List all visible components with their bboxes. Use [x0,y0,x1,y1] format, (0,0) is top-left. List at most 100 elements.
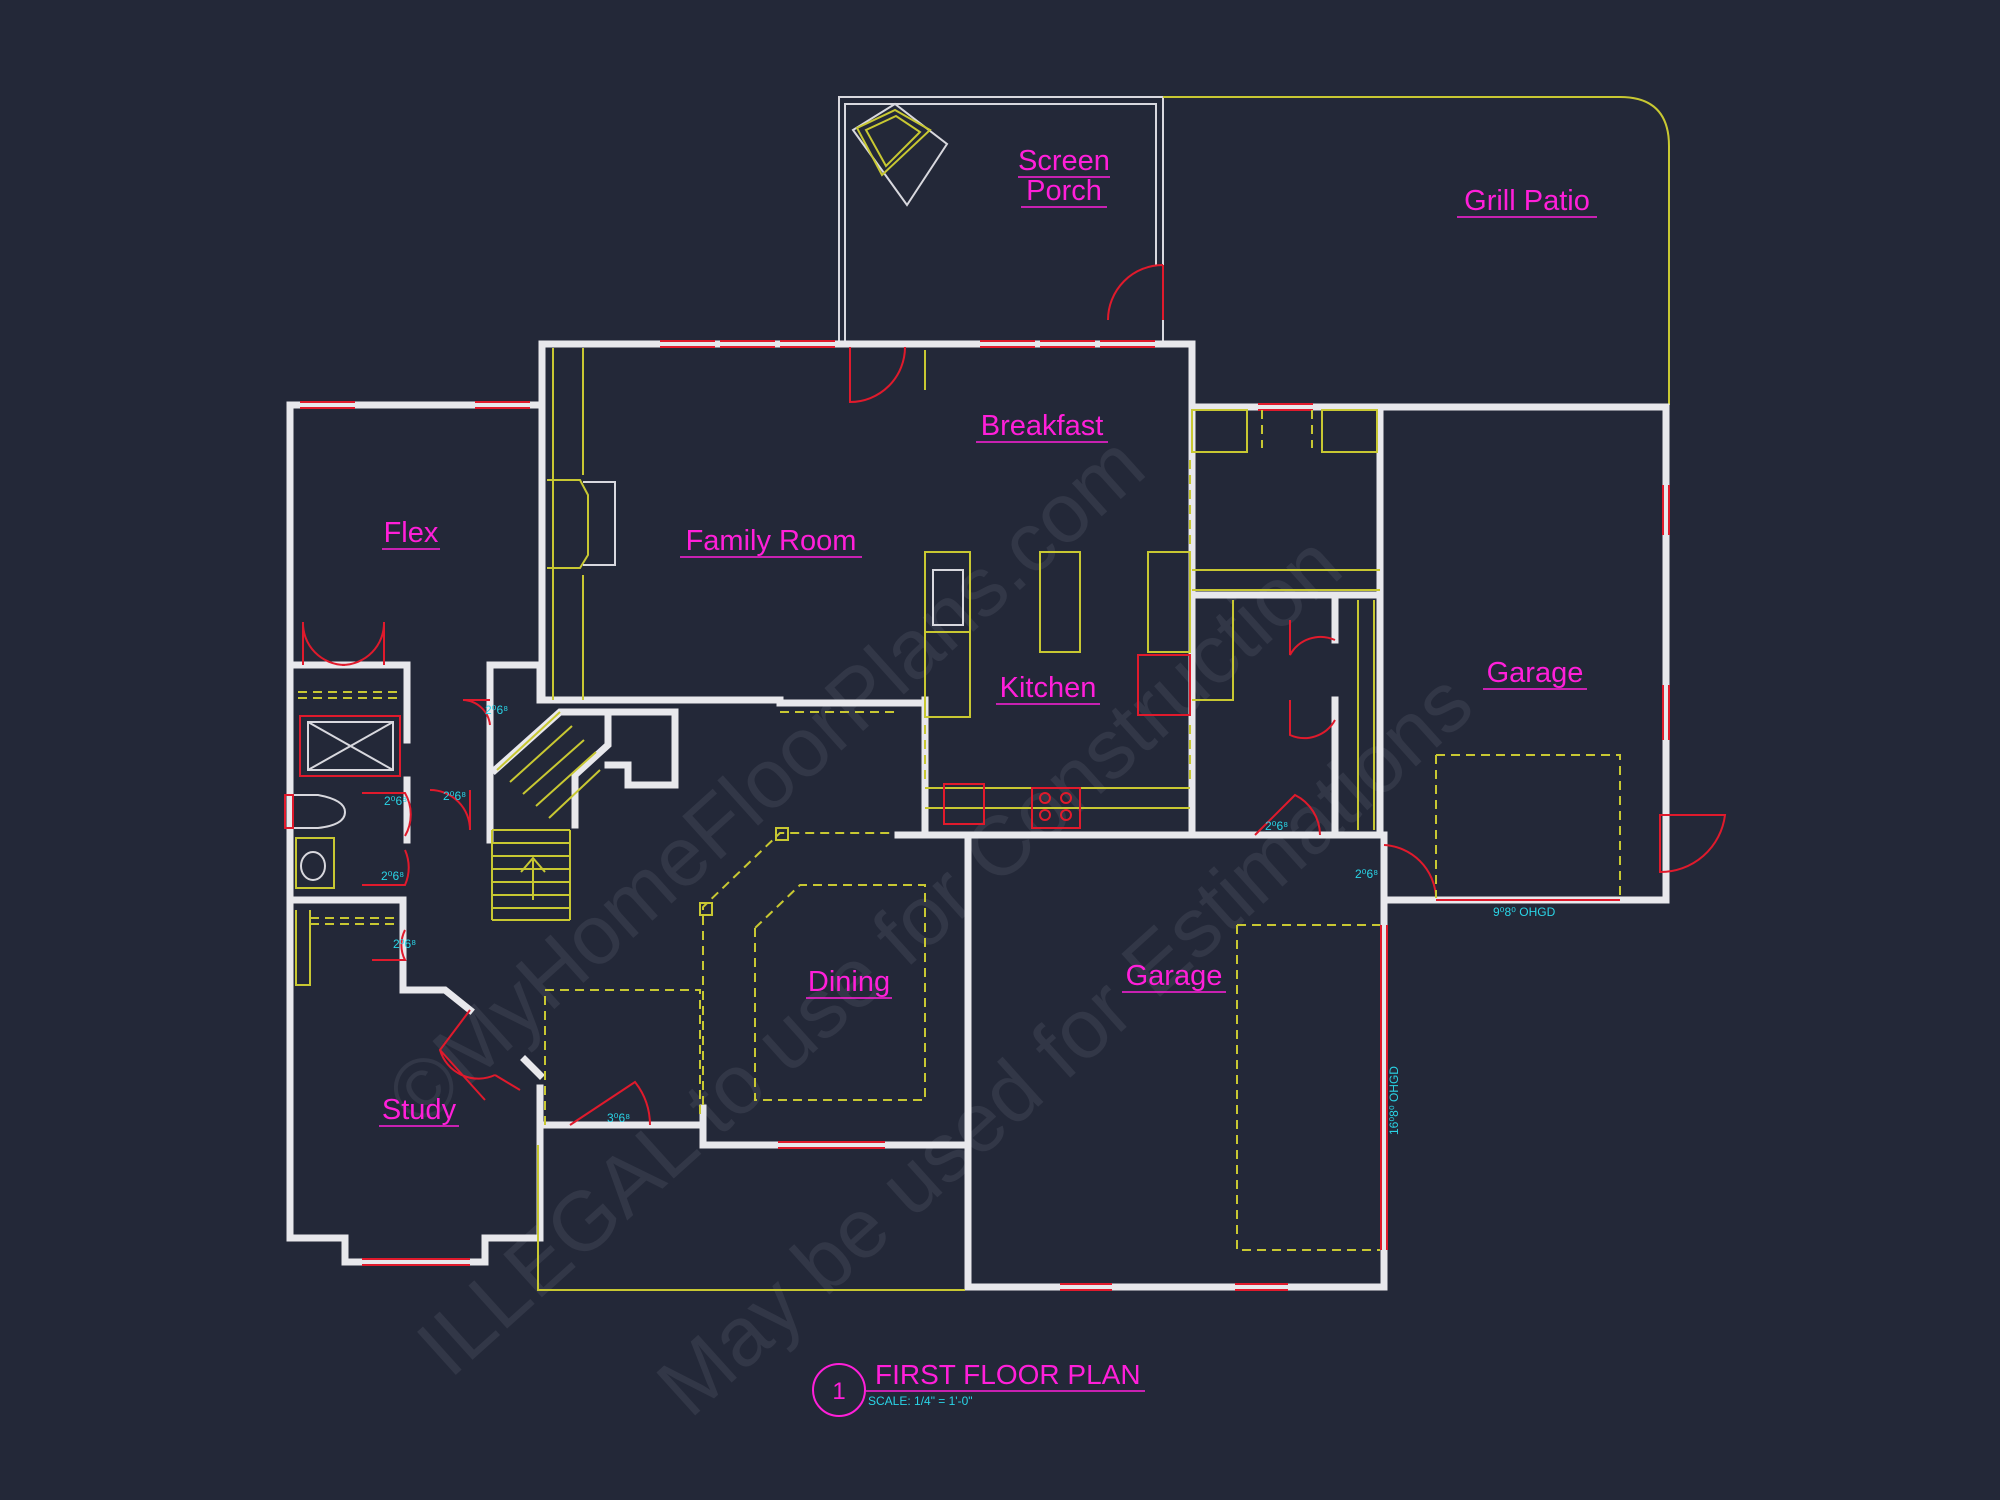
closet-shelves [1357,600,1375,830]
shower [299,715,401,777]
toilet [292,794,347,829]
window-study [362,1258,470,1266]
wall-stair-top [486,661,544,704]
closet-shelf-2 [295,910,311,986]
label-study: Study [382,1094,457,1126]
fireplace-porch-icon [851,102,949,207]
windows [300,340,1670,1291]
dim-bath-2: 2⁰6⁸ [381,869,404,883]
plan-title: FIRST FLOOR PLAN [875,1359,1141,1390]
wall-left [286,401,546,1266]
door-stair-closet [462,699,491,726]
grill-patio-outline [1163,96,1670,405]
dim-mud: 2⁰6⁸ [1265,819,1288,833]
dimension-notes: 2⁰6⁸ 2⁰6⁸ 2⁰6⁸ 2⁰6⁸ 2⁰6⁸ 3⁰6⁸ 2⁰6⁸ 2⁰6⁸ … [381,703,1556,1135]
label-breakfast: Breakfast [981,410,1104,442]
fixtures [284,348,1621,1291]
dim-closet-2: 2⁰6⁸ [393,937,416,951]
garage-large-door-path [1236,924,1380,1251]
door-garage-side [1659,814,1727,874]
wall-study-top [286,896,475,1015]
laundry-shelf-2 [1321,409,1378,453]
title-block: 1 FIRST FLOOR PLAN SCALE: 1/4" = 1'-0" [812,1359,1145,1417]
window-1 [660,340,715,348]
dim-bath-1: 2⁰6⁸ [384,794,407,808]
dining-opening [702,832,895,1105]
room-labels: Screen Porch Grill Patio Breakfast Famil… [379,145,1597,1127]
doors [301,346,1727,1126]
toilet-tank [284,794,294,829]
sheet-number: 1 [832,1378,845,1405]
fireplace [547,479,589,569]
label-garage-right: Garage [1487,657,1584,689]
wall-stair-closet [604,708,679,789]
dishwasher [924,631,971,718]
window-dining [778,1141,885,1149]
burner-3 [1039,809,1051,821]
dim-ohgd-small: 9⁰8⁰ OHGD [1493,905,1556,919]
closet-rod-2 [310,917,400,925]
garage-small-door-path [1435,754,1621,898]
door-mud [1254,793,1321,836]
closet-rod [298,691,400,699]
label-screen-porch-2: Porch [1026,175,1102,207]
family-builtins [552,348,584,700]
dim-hall-1: 2⁰6⁸ [443,789,466,803]
screen-porch-outline [838,96,1164,343]
door-garage [1383,844,1437,898]
wall-family-inner [538,340,784,704]
dim-flex-closet: 2⁰6⁸ [485,703,508,717]
stair-arrow [520,856,546,900]
column-1 [775,827,789,841]
burner-1 [1039,792,1051,804]
dim-garage: 2⁰6⁸ [1355,867,1378,881]
window-4 [980,340,1035,348]
door-family-porch [849,346,906,404]
door-closets-pair [1289,620,1336,740]
shower-pan [307,721,394,771]
foyer-tray [544,989,701,1125]
staircase [491,711,601,921]
window-2 [720,340,775,348]
porch-door-swing [1107,264,1164,321]
door-bath-2 [362,849,410,886]
fridge-space [1137,654,1191,716]
laundry-shelf-1 [1191,409,1248,453]
window-garage-3 [1060,1283,1112,1291]
door-hall-1 [429,789,471,831]
kitchen-sink [932,569,964,626]
garage-door-large [1380,925,1388,1250]
kitchen-range [1031,787,1081,829]
burner-4 [1060,809,1072,821]
laundry-bench [1192,600,1234,701]
laundry-dash [1261,410,1313,448]
wall-study-door [520,1055,545,1080]
window-6 [1100,340,1155,348]
window-laundry [1258,403,1313,411]
front-porch [537,1145,965,1291]
column-2 [699,902,713,916]
door-closet-2 [372,929,407,961]
window-3 [780,340,835,348]
door-flex-closet [301,621,386,666]
door-bath-1 [362,792,412,837]
door-front [569,1080,651,1126]
dining-tray [754,884,926,1101]
outdoor-areas [838,96,1670,405]
kitchen-island [1039,551,1081,653]
kitchen-microwave [943,783,985,825]
burner-2 [1060,792,1072,804]
label-family-room: Family Room [686,525,857,557]
label-dining: Dining [808,966,890,998]
window-flex-1 [300,401,355,409]
vanity [295,837,335,889]
plan-scale: SCALE: 1/4" = 1'-0" [868,1394,973,1408]
window-5 [1040,340,1095,348]
window-garage-4 [1235,1283,1288,1291]
wall-dining-right [699,831,972,1149]
label-garage-main: Garage [1126,960,1223,992]
label-grill-patio: Grill Patio [1464,185,1590,217]
sheet-bubble [812,1363,866,1417]
door-study [438,1009,521,1101]
